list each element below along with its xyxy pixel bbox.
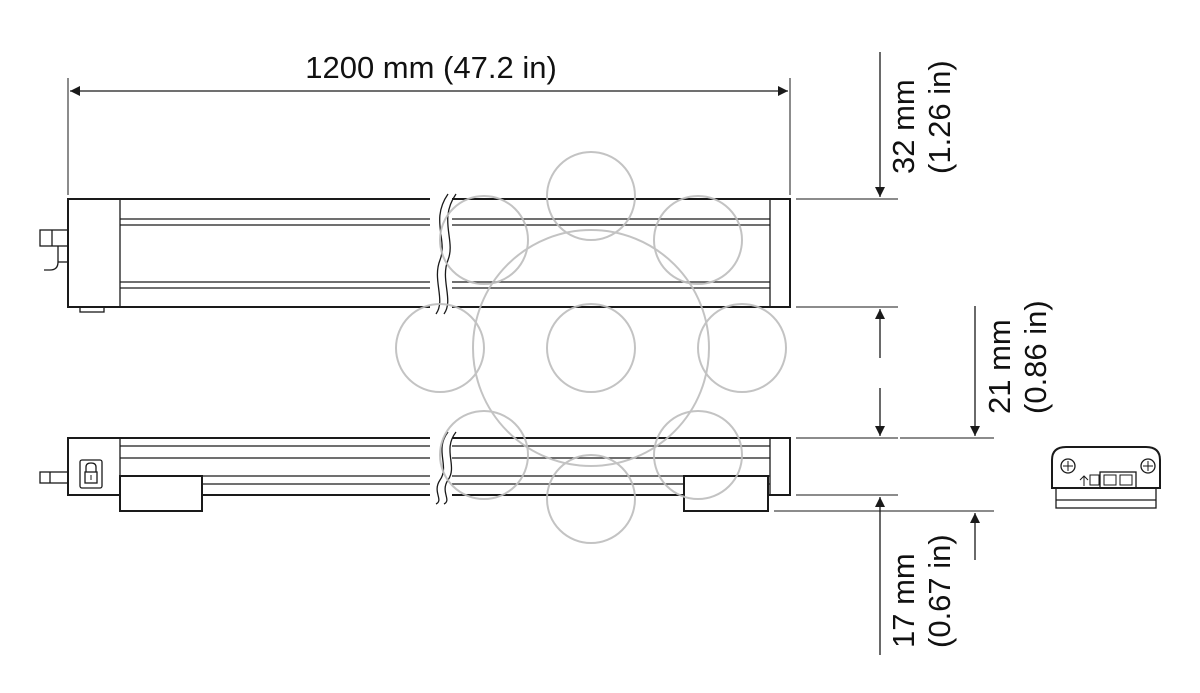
height-17-mm-label: 17 mm — [886, 553, 921, 648]
screw-icon — [1060, 458, 1076, 474]
height-21-in-label: (0.86 in) — [1018, 300, 1053, 414]
bottom-view — [39, 431, 791, 512]
end-view-outline — [1051, 446, 1161, 489]
lock-icon — [79, 459, 103, 489]
screw-icon — [1140, 458, 1156, 474]
mounting-clip-left — [119, 475, 203, 512]
height-32-dimension: 32 mm (1.26 in) — [796, 52, 957, 358]
height-32-in-label: (1.26 in) — [922, 60, 957, 174]
top-view-body — [67, 198, 791, 308]
end-view-port — [1099, 471, 1137, 489]
height-17-in-label: (0.67 in) — [922, 534, 957, 648]
length-dimension: 1200 mm (47.2 in) — [67, 50, 791, 195]
height-32-mm-label: 32 mm — [886, 79, 921, 174]
height-21-dimension: 21 mm (0.86 in) — [774, 300, 1053, 560]
length-label: 1200 mm (47.2 in) — [305, 50, 557, 85]
top-view — [39, 193, 791, 315]
height-21-mm-label: 21 mm — [982, 319, 1017, 414]
mounting-clip-right — [683, 475, 769, 512]
watermark-logo — [395, 151, 787, 544]
break-symbol — [435, 193, 449, 315]
cable-stub — [39, 471, 69, 484]
height-17-dimension: 17 mm (0.67 in) — [796, 388, 957, 655]
top-view-connector — [39, 229, 69, 271]
end-view — [1051, 446, 1161, 509]
